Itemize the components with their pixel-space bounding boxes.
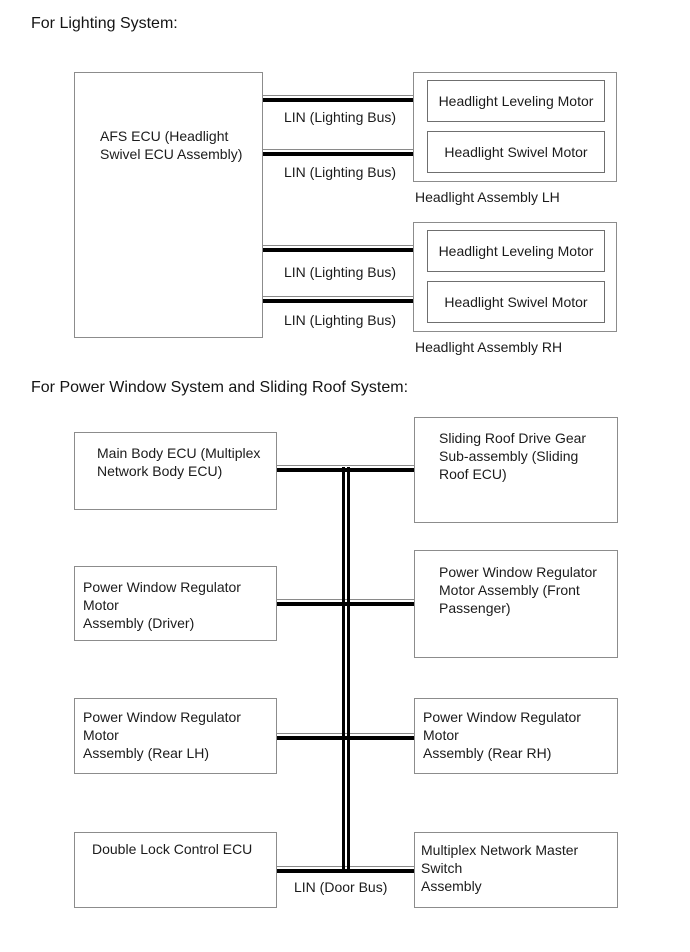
door-bus-line-row1 (277, 465, 414, 472)
lin-bus-label-2: LIN (Lighting Bus) (284, 164, 397, 180)
master-switch-box: Multiplex Network Master Switch Assembly (414, 832, 618, 908)
lin-bus-label-4: LIN (Lighting Bus) (284, 312, 397, 328)
lin-bus-label-1: LIN (Lighting Bus) (284, 109, 397, 125)
double-lock-ecu-label: Double Lock Control ECU (92, 841, 253, 857)
pw-driver-box: Power Window Regulator Motor Assembly (D… (74, 566, 277, 641)
door-bus-line-row3 (277, 733, 414, 740)
headlight-swivel-motor-rh-box: Headlight Swivel Motor (427, 281, 605, 323)
headlight-assembly-lh-caption: Headlight Assembly LH (415, 189, 560, 205)
door-bus-line-row2 (277, 599, 414, 606)
sliding-roof-ecu-label: Sliding Roof Drive Gear Sub-assembly (Sl… (439, 430, 587, 482)
afs-ecu-box: AFS ECU (Headlight Swivel ECU Assembly) (74, 72, 263, 338)
headlight-swivel-motor-lh-box: Headlight Swivel Motor (427, 131, 605, 173)
headlight-leveling-motor-lh-label: Headlight Leveling Motor (438, 93, 594, 109)
afs-ecu-label: AFS ECU (Headlight Swivel ECU Assembly) (100, 128, 243, 162)
pw-rear-rh-box: Power Window Regulator Motor Assembly (R… (414, 698, 618, 774)
door-bus-trunk-line (342, 467, 350, 873)
power-window-system-heading: For Power Window System and Sliding Roof… (31, 379, 409, 396)
lin-bus-label-3: LIN (Lighting Bus) (284, 264, 397, 280)
door-bus-line-row4 (277, 866, 414, 873)
pw-rear-lh-label: Power Window Regulator Motor Assembly (R… (83, 709, 241, 761)
headlight-swivel-motor-rh-label: Headlight Swivel Motor (444, 294, 588, 310)
headlight-leveling-motor-lh-box: Headlight Leveling Motor (427, 80, 605, 122)
double-lock-ecu-box: Double Lock Control ECU (74, 832, 277, 908)
lin-bus-line-rh-swivel (263, 296, 427, 303)
sliding-roof-ecu-box: Sliding Roof Drive Gear Sub-assembly (Sl… (414, 417, 618, 523)
pw-rear-lh-box: Power Window Regulator Motor Assembly (R… (74, 698, 277, 774)
headlight-leveling-motor-rh-box: Headlight Leveling Motor (427, 230, 605, 272)
master-switch-label: Multiplex Network Master Switch Assembly (421, 842, 579, 894)
door-bus-label: LIN (Door Bus) (294, 879, 388, 895)
lighting-system-heading: For Lighting System: (31, 15, 178, 32)
pw-front-passenger-label: Power Window Regulator Motor Assembly (F… (439, 564, 597, 616)
lin-bus-line-rh-leveling (263, 245, 427, 252)
headlight-assembly-rh-caption: Headlight Assembly RH (415, 339, 563, 355)
pw-driver-label: Power Window Regulator Motor Assembly (D… (83, 579, 241, 631)
lin-bus-line-lh-swivel (263, 149, 427, 156)
main-body-ecu-box: Main Body ECU (Multiplex Network Body EC… (74, 432, 277, 510)
lin-bus-line-lh-leveling (263, 95, 427, 102)
headlight-leveling-motor-rh-label: Headlight Leveling Motor (438, 243, 594, 259)
main-body-ecu-label: Main Body ECU (Multiplex Network Body EC… (97, 445, 261, 479)
headlight-swivel-motor-lh-label: Headlight Swivel Motor (444, 144, 588, 160)
pw-rear-rh-label: Power Window Regulator Motor Assembly (R… (423, 709, 581, 761)
pw-front-passenger-box: Power Window Regulator Motor Assembly (F… (414, 550, 618, 658)
